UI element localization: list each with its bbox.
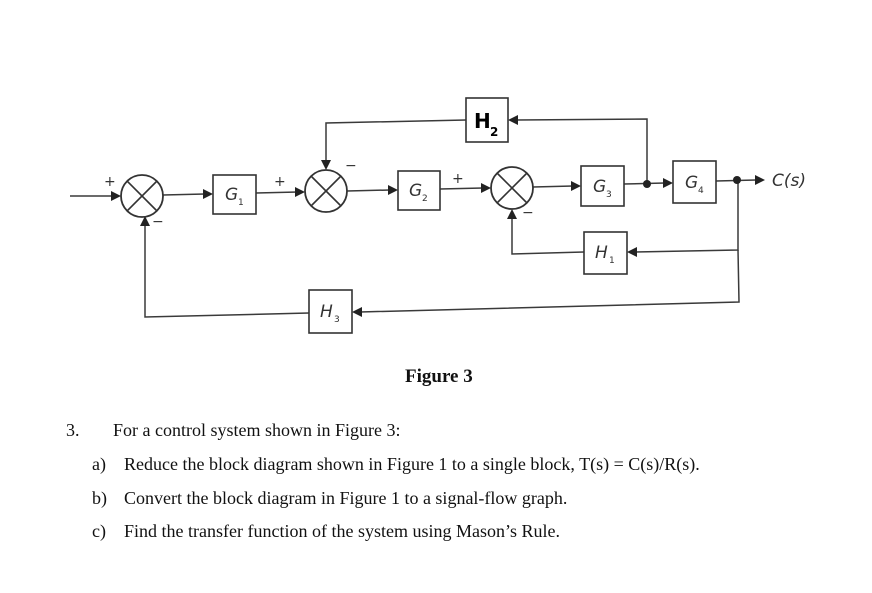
block-g1-letter: G xyxy=(225,185,238,205)
item-text: Find the transfer function of the system… xyxy=(124,521,560,541)
sign-s3-bottom: − xyxy=(522,205,534,221)
question-item-c: c) Find the transfer function of the syst… xyxy=(92,521,560,542)
sign-s3-left: + xyxy=(452,171,464,187)
block-diagram: + − + − + − G 1 G 2 G 3 G 4 H 1 H xyxy=(70,97,806,334)
h3-feedback-wire-in xyxy=(359,249,740,313)
block-h1-subscript: 1 xyxy=(609,256,615,266)
block-g4-subscript: 4 xyxy=(698,186,704,196)
summing-junction-3 xyxy=(490,166,534,210)
block-h1-letter: H xyxy=(595,243,608,263)
block-g3-letter: G xyxy=(593,177,606,197)
question-intro: For a control system shown in Figure 3: xyxy=(113,420,401,440)
block-h3-subscript: 3 xyxy=(334,315,340,325)
block-g1: G 1 xyxy=(212,174,257,215)
summing-junction-2 xyxy=(304,169,348,213)
block-g4: G 4 xyxy=(672,160,717,204)
block-g4-letter: G xyxy=(685,173,698,193)
block-h2-subscript: 2 xyxy=(490,125,498,139)
block-g3-subscript: 3 xyxy=(606,190,612,200)
summing-junction-1 xyxy=(120,174,164,218)
block-g1-subscript: 1 xyxy=(238,198,244,208)
block-h2: H 2 xyxy=(465,97,509,143)
item-text: Convert the block diagram in Figure 1 to… xyxy=(124,488,568,508)
block-g2-subscript: 2 xyxy=(422,194,428,204)
block-h3-letter: H xyxy=(320,302,333,322)
output-label: C(s) xyxy=(772,171,806,191)
figure-caption: Figure 3 xyxy=(405,366,473,387)
wire-s1-g1 xyxy=(162,193,206,196)
block-g2: G 2 xyxy=(397,170,441,211)
pickoff-point-g3 xyxy=(643,180,651,188)
pickoff-point-output xyxy=(733,176,741,184)
question-number: 3. xyxy=(66,420,80,440)
item-label: c) xyxy=(92,521,106,541)
wire-s2-g2 xyxy=(346,189,391,192)
wire-s3-g3 xyxy=(532,185,574,188)
sign-s1-bottom: − xyxy=(152,214,164,230)
question-item-b: b) Convert the block diagram in Figure 1 … xyxy=(92,488,567,509)
h2-feedback-wire-out xyxy=(325,119,467,163)
item-text: Reduce the block diagram shown in Figure… xyxy=(124,454,700,474)
wire-g1-s2 xyxy=(255,191,299,194)
block-h1: H 1 xyxy=(583,231,628,275)
wire-g2-s3 xyxy=(439,187,484,190)
block-h2-letter: H xyxy=(474,109,491,133)
block-g3: G 3 xyxy=(580,165,625,207)
block-g2-letter: G xyxy=(409,181,422,201)
item-label: b) xyxy=(92,488,107,508)
sign-s2-top: − xyxy=(345,158,357,174)
h1-feedback-wire-out xyxy=(511,217,585,255)
h2-feedback-wire-in xyxy=(515,118,648,184)
item-label: a) xyxy=(92,454,106,474)
h3-feedback-wire-out xyxy=(144,224,310,318)
question-item-a: a) Reduce the block diagram shown in Figu… xyxy=(92,454,700,475)
sign-s2-left: + xyxy=(274,174,286,190)
block-h3: H 3 xyxy=(308,289,353,334)
sign-s1-left: + xyxy=(104,174,116,190)
